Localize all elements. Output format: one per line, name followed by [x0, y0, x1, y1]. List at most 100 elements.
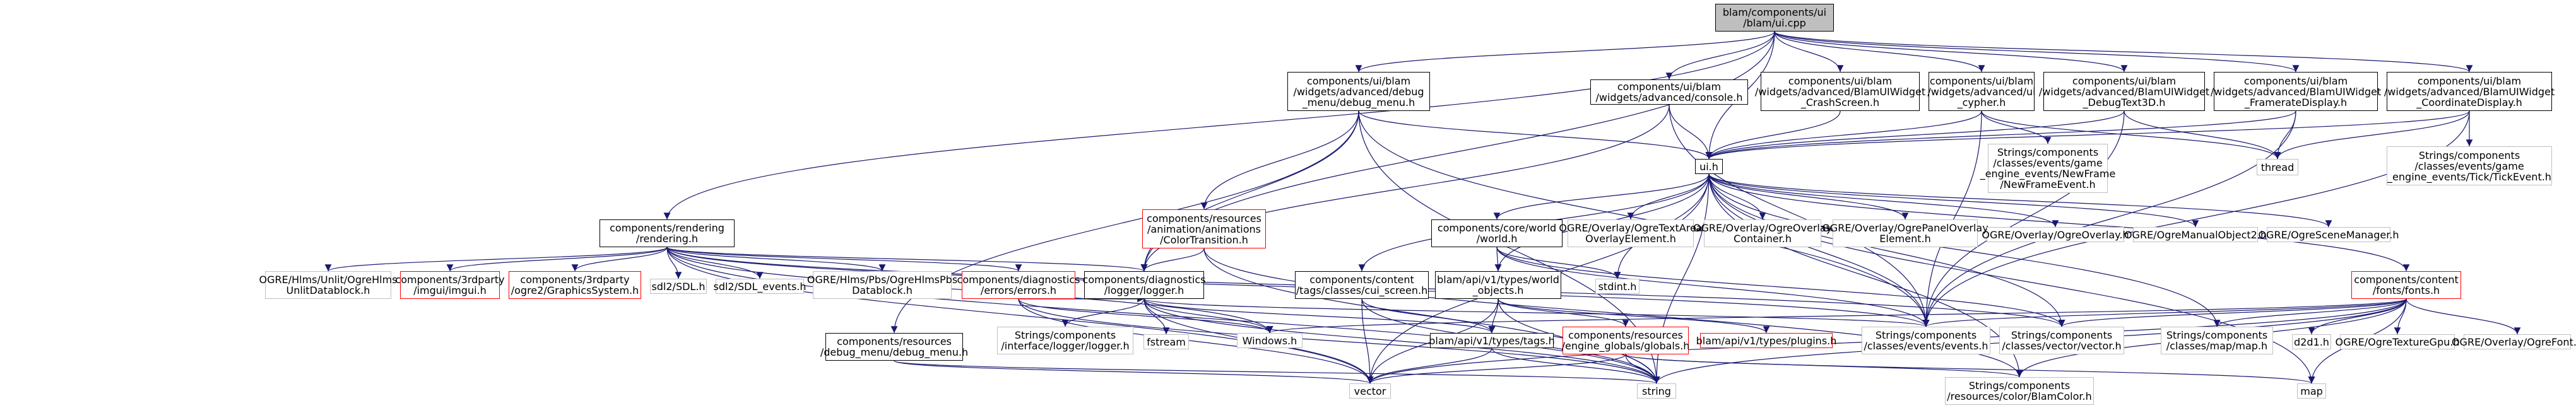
graph-node-label: components/ui/blam /widgets/advanced/ui … — [1927, 74, 2036, 108]
graph-node-events[interactable]: Strings/components /classes/events/event… — [1862, 327, 1990, 354]
edge-logger-to-string — [1143, 298, 1660, 384]
edge-dbgmenu-to-uih — [1358, 110, 1713, 160]
graph-node-vectorh[interactable]: Strings/components /classes/vector/vecto… — [1999, 327, 2124, 354]
graph-node-ogre2gfx[interactable]: components/3rdparty /ogre2/GraphicsSyste… — [509, 271, 641, 299]
graph-node-manualobj[interactable]: OGRE/OgreManualObject2.h — [2124, 227, 2267, 242]
graph-node-console[interactable]: components/ui/blam /widgets/advanced/con… — [1590, 79, 1748, 105]
graph-node-label: components/ui/blam /widgets/advanced/con… — [1595, 81, 1743, 103]
graph-node-fstream[interactable]: fstream — [1143, 334, 1189, 349]
edge-root-to-cypher — [1774, 31, 1985, 73]
graph-node-fonts[interactable]: components/content /fonts/fonts.h — [2351, 271, 2461, 299]
graph-node-texgpu[interactable]: OGRE/OgreTextureGpu.h — [2336, 334, 2459, 349]
edge-uih-to-ogreoverlay — [1708, 173, 2059, 228]
graph-node-label: components/ui/blam /widgets/advanced/Bla… — [2210, 74, 2382, 108]
graph-node-label: ui.h — [1699, 160, 1718, 173]
graph-node-dbgmenures[interactable]: components/resources /debug_menu/debug_m… — [820, 333, 968, 361]
edge-uih-to-fonts — [1708, 173, 2410, 272]
graph-node-logger[interactable]: components/diagnostics /logger/logger.h — [1083, 271, 1205, 299]
graph-node-label: OGRE/OgreManualObject2.h — [2124, 228, 2267, 241]
graph-node-d2d1[interactable]: d2d1.h — [2292, 334, 2331, 349]
graph-node-root[interactable]: blam/components/ui /blam/ui.cpp — [1715, 4, 1834, 32]
graph-node-label: components/diagnostics /errors/errors.h — [957, 274, 1080, 296]
graph-node-framerate[interactable]: components/ui/blam /widgets/advanced/Bla… — [2210, 72, 2382, 111]
graph-node-world[interactable]: components/core/world /world.h — [1431, 219, 1563, 247]
graph-node-tick[interactable]: Strings/components /classes/events/game … — [2387, 146, 2552, 185]
edge-uih-to-ovpanel — [1708, 173, 1909, 220]
edge-uih-to-vectorh — [1708, 173, 2065, 327]
edge-uih-to-scenemgr — [1708, 173, 2332, 228]
graph-node-windows[interactable]: Windows.h — [1237, 333, 1303, 348]
graph-node-uih[interactable]: ui.h — [1695, 159, 1723, 174]
edge-dbgtext-to-events — [1922, 110, 2125, 327]
graph-node-globals[interactable]: components/resources /engine_globals/glo… — [1562, 327, 1689, 354]
graph-node-scenemgr[interactable]: OGRE/OgreSceneManager.h — [2258, 227, 2399, 242]
graph-node-errors[interactable]: components/diagnostics /errors/errors.h — [957, 271, 1080, 299]
graph-node-newframe[interactable]: Strings/components /classes/events/game … — [1980, 144, 2115, 193]
graph-node-label: components/resources /debug_menu/debug_m… — [820, 335, 969, 358]
graph-node-stdint[interactable]: stdint.h — [1595, 279, 1640, 294]
edge-root-to-rendering — [663, 31, 1775, 220]
graph-node-sdl[interactable]: sdl2/SDL.h — [650, 279, 707, 294]
graph-node-curscreen[interactable]: components/content /tags/classes/cui_scr… — [1295, 271, 1429, 299]
edge-rendering-to-imgui — [446, 247, 668, 272]
graph-node-blamcolor[interactable]: Strings/components /resources/color/Blam… — [1945, 377, 2094, 405]
edge-cypher-to-thread — [1981, 110, 2281, 160]
graph-node-vector[interactable]: vector — [1349, 383, 1391, 399]
graph-node-textarea[interactable]: OGRE/Overlay/OgreTextArea OverlayElement… — [1559, 219, 1703, 247]
edge-uih-to-maph — [1708, 173, 2221, 327]
graph-node-label: OGRE/Hlms/Pbs/OgreHlmsPbs Datablock.h — [806, 274, 958, 296]
edge-errors-to-windows — [1018, 298, 1273, 334]
graph-node-tags[interactable]: blam/api/v1/types/tags.h — [1429, 333, 1555, 348]
graph-node-label: OGRE/Hlms/Unlit/OgreHlms UnlitDatablock.… — [259, 274, 398, 296]
edge-rendering-to-hlms — [324, 247, 668, 272]
graph-node-ogrefont[interactable]: OGRE/Overlay/OgreFont.h — [2452, 334, 2576, 349]
graph-node-label: components/resources /animation/animatio… — [1147, 212, 1261, 246]
graph-node-plugins[interactable]: blam/api/v1/types/plugins.h — [1696, 333, 1836, 348]
edge-uih-to-manualobj — [1708, 173, 2199, 228]
edge-root-to-dbgmenu — [1355, 31, 1775, 73]
graph-node-thread[interactable]: thread — [2257, 159, 2298, 175]
graph-node-dbgtext[interactable]: components/ui/blam /widgets/advanced/Bla… — [2039, 72, 2209, 111]
edge-console-to-events — [1669, 104, 1930, 327]
graph-node-label: components/ui/blam /widgets/advanced/deb… — [1293, 74, 1424, 108]
graph-node-label: Strings/components /classes/events/event… — [1864, 329, 1988, 352]
graph-node-ovcontainer[interactable]: OGRE/Overlay/OgreOverlay Container.h — [1693, 219, 1832, 247]
graph-node-iflogger[interactable]: Strings/components /interface/logger/log… — [997, 327, 1133, 354]
graph-node-label: Strings/components /classes/map/map.h — [2166, 329, 2268, 352]
graph-node-label: components/ui/blam /widgets/advanced/Bla… — [2038, 74, 2210, 108]
graph-node-hlms[interactable]: OGRE/Hlms/Unlit/OgreHlms UnlitDatablock.… — [259, 271, 398, 299]
graph-node-label: Strings/components /classes/vector/vecto… — [2002, 329, 2122, 352]
graph-node-imgui[interactable]: components/3rdparty /imgui/imgui.h — [395, 271, 505, 299]
graph-node-cypher[interactable]: components/ui/blam /widgets/advanced/ui … — [1927, 72, 2036, 111]
graph-node-rendering[interactable]: components/rendering /rendering.h — [600, 219, 735, 247]
graph-node-label: vector — [1354, 385, 1386, 397]
graph-node-dbgmenu[interactable]: components/ui/blam /widgets/advanced/deb… — [1287, 72, 1430, 111]
edge-colortrans-to-blamcolor — [1203, 248, 2023, 378]
graph-node-label: Windows.h — [1242, 334, 1297, 347]
edge-fonts-to-vectorh — [2058, 298, 2407, 327]
graph-node-label: components/rendering /rendering.h — [610, 222, 724, 245]
edge-world-to-worldobjs — [1494, 247, 1502, 272]
graph-node-ovpanel[interactable]: OGRE/Overlay/OgrePanelOverlay Element.h — [1822, 219, 1988, 247]
graph-node-map[interactable]: map — [2297, 383, 2326, 399]
graph-node-coords[interactable]: components/ui/blam /widgets/advanced/Bla… — [2384, 72, 2555, 111]
graph-node-pbs[interactable]: OGRE/Hlms/Pbs/OgreHlmsPbs Datablock.h — [807, 271, 957, 299]
graph-node-label: sdl2/SDL_events.h — [713, 280, 806, 293]
graph-node-colortrans[interactable]: components/resources /animation/animatio… — [1142, 209, 1266, 248]
graph-node-ogreoverlay[interactable]: OGRE/Overlay/OgreOverlay.h — [1982, 227, 2129, 242]
edge-coords-to-uih — [1705, 110, 2470, 160]
edge-logger-to-windows — [1143, 298, 1273, 334]
graph-node-worldobjs[interactable]: blam/api/v1/types/world _objects.h — [1435, 271, 1561, 299]
graph-node-label: blam/api/v1/types/tags.h — [1429, 334, 1555, 347]
graph-node-string[interactable]: string — [1637, 383, 1676, 399]
graph-node-label: blam/api/v1/types/world _objects.h — [1437, 274, 1559, 296]
edge-globals-to-vector — [1366, 354, 1626, 384]
edge-dbgmenures-to-string — [894, 360, 1660, 384]
edge-framerate-to-thread — [2274, 110, 2296, 160]
graph-node-sdlevents[interactable]: sdl2/SDL_events.h — [713, 279, 806, 294]
graph-node-maph[interactable]: Strings/components /classes/map/map.h — [2161, 327, 2273, 354]
edge-dbgmenu-to-dbgmenures — [890, 110, 1359, 334]
graph-node-crash[interactable]: components/ui/blam /widgets/advanced/Bla… — [1755, 72, 1925, 111]
graph-node-label: components/3rdparty /ogre2/GraphicsSyste… — [511, 274, 639, 296]
